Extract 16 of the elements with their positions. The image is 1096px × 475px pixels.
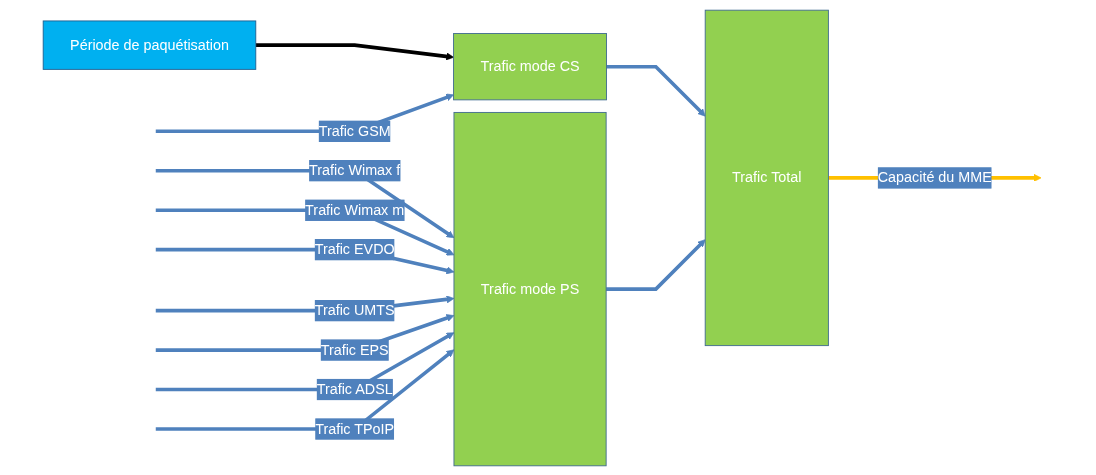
node-box: Trafic mode PS [453,111,607,466]
edge-label: Trafic UMTS [314,302,395,318]
node-box: Trafic mode CS [452,32,607,100]
edge-label: Trafic GSM [318,122,391,138]
edge-label: Trafic ADSL [316,381,393,397]
arrow [606,64,706,116]
edge-label: Trafic Wimax m [304,201,404,217]
arrow [255,42,454,60]
edge-label: Capacité du MME [877,169,992,185]
edge-label: Trafic TPoIP [314,420,394,436]
node-box: Trafic Total [704,9,829,346]
edge-label: Trafic Wimax f [308,162,400,178]
edge-label: Trafic EVDO [314,241,395,257]
node-box: Période de paquétisation [42,20,256,70]
arrow [605,238,706,291]
edge-label: Trafic EPS [320,341,389,357]
